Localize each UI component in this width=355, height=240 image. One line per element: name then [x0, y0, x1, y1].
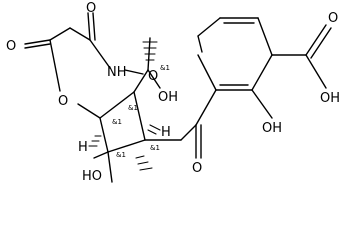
stereo-label: &1 — [160, 64, 170, 72]
atom-labels: O O NH O OH O H H HO O OH OH O — [6, 1, 340, 184]
bond — [77, 103, 101, 119]
hash-bond — [135, 155, 145, 159]
bond — [93, 151, 109, 159]
bond — [197, 35, 203, 53]
atom-o-acid-carbonyl: O — [328, 11, 338, 26]
atom-o-lactone-carbonyl: O — [6, 39, 16, 54]
bond — [24, 43, 51, 49]
bonds — [24, 12, 332, 183]
atom-o-ketone-top: O — [86, 1, 96, 16]
bond — [147, 69, 161, 89]
bond — [107, 139, 146, 153]
atom-o-ketone-bottom: O — [192, 161, 202, 176]
stereo-label: &1 — [150, 144, 160, 152]
atom-oh-acid: OH — [320, 91, 340, 106]
atom-o-bridge: O — [148, 69, 158, 84]
bond — [124, 69, 144, 75]
bond — [180, 124, 197, 141]
bond — [89, 39, 111, 69]
bond — [99, 91, 135, 119]
bond — [87, 12, 91, 41]
bond — [49, 27, 71, 41]
bond — [69, 27, 91, 41]
bond — [305, 24, 327, 56]
stereo-label: &1 — [116, 151, 126, 159]
atom-oh-bridgehead: OH — [158, 90, 178, 105]
atom-nh: NH — [107, 65, 127, 80]
stereo-label: &1 — [112, 118, 122, 126]
bond — [310, 27, 332, 59]
stereo-labels: &1 &1 &1 &1 &1 — [112, 64, 170, 159]
bond — [92, 12, 96, 41]
atom-h-mid: H — [161, 125, 171, 140]
atom-oh-phenol: OH — [262, 121, 282, 136]
hash-bond — [139, 167, 153, 171]
hashed-bonds — [88, 41, 161, 171]
bond — [107, 151, 113, 183]
hash-bond — [149, 124, 161, 131]
bond — [305, 54, 327, 89]
bond — [133, 69, 149, 93]
bond — [251, 89, 273, 119]
bond — [251, 54, 273, 91]
bond — [197, 54, 217, 91]
atom-h-left: H — [78, 140, 88, 155]
bond — [195, 89, 217, 126]
bond — [257, 17, 273, 56]
bond — [24, 39, 51, 45]
bond — [99, 117, 109, 153]
hash-bond — [137, 161, 149, 165]
molecule-structure: O O NH O OH O H H HO O OH OH O &1 &1 &1 … — [6, 1, 340, 184]
bond — [197, 17, 221, 37]
stereo-label: &1 — [128, 104, 138, 112]
hash-bond — [147, 129, 157, 135]
atom-o-ring: O — [58, 94, 68, 109]
bond — [49, 39, 61, 92]
atom-oh-lower: HO — [82, 169, 102, 184]
bond — [133, 91, 146, 141]
